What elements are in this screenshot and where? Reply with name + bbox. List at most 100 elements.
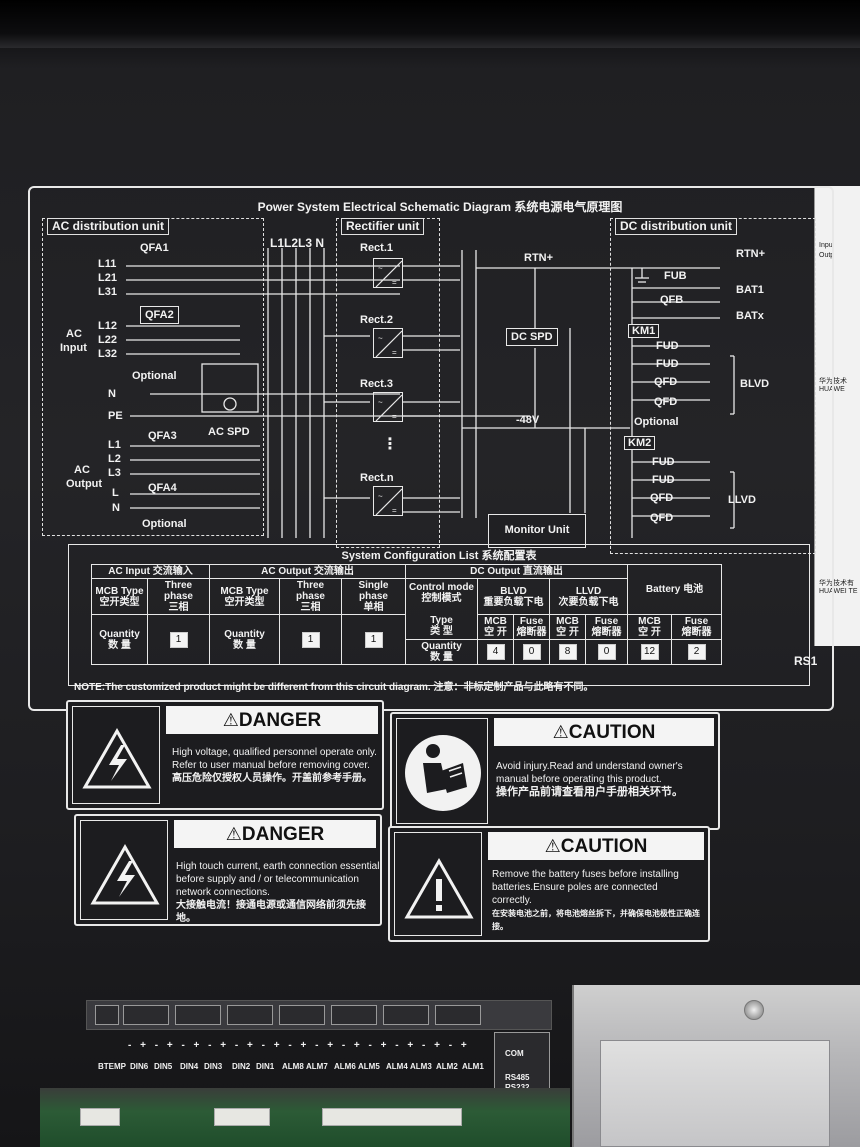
schematic-panel: Power System Electrical Schematic Diagra…: [28, 186, 834, 711]
fub-label: FUB: [664, 270, 687, 282]
qfd-label-2: QFD: [654, 396, 678, 408]
n-label: N: [108, 388, 116, 400]
terminal-block[interactable]: [331, 1005, 377, 1025]
warning-triangle-icon: ⚠: [544, 836, 561, 856]
fud-label-2: FUD: [656, 358, 679, 370]
rect-3-label: Rect.3: [360, 378, 394, 390]
terminal-label: ALM1: [462, 1062, 484, 1071]
output-l: L: [112, 487, 119, 499]
danger-header: ⚠DANGER: [166, 706, 378, 734]
terminal-block[interactable]: [123, 1005, 169, 1025]
side-sticker-line: HUAWEI TE: [819, 588, 858, 595]
value-cell: 4: [477, 639, 514, 665]
value-cell: 0: [513, 639, 550, 665]
terminal-label: ALM3: [410, 1062, 432, 1071]
dc-distribution-unit: DC distribution unit: [610, 218, 816, 554]
ac-input-three-phase-qty: 1: [169, 631, 188, 648]
dc-optional-label: Optional: [634, 416, 679, 428]
rs485-label: RS485: [505, 1073, 530, 1082]
warning-triangle-icon: ⚠: [222, 710, 239, 730]
qfa2-label: QFA2: [140, 306, 179, 324]
danger-icon-box: [72, 706, 160, 804]
value-cell: 2: [671, 639, 722, 665]
system-config-list: System Configuration List 系统配置表 AC Input…: [68, 544, 810, 686]
fud-label-3: FUD: [652, 456, 675, 468]
ac-output-header: AC Output 交流输出: [209, 564, 406, 579]
output-l3: L3: [108, 467, 121, 479]
terminal-label: ALM2: [436, 1062, 458, 1071]
com-label: COM: [505, 1049, 524, 1058]
terminal-switch[interactable]: [95, 1005, 119, 1025]
terminal-block[interactable]: [435, 1005, 481, 1025]
rectifier-3-icon: ~=: [373, 392, 403, 422]
output-n: N: [112, 502, 120, 514]
terminal-block[interactable]: [227, 1005, 273, 1025]
lightning-bolt-icon: [82, 727, 152, 789]
km2-label: KM2: [624, 436, 656, 450]
caution-header: ⚠CAUTION: [494, 718, 714, 746]
input-l31: L31: [98, 286, 117, 298]
llvd-fuse-qty: 0: [597, 644, 616, 660]
side-sticker-line: 华为技术有: [819, 580, 854, 587]
ac-input-label-1: AC: [66, 328, 82, 340]
board-connector: [322, 1108, 462, 1126]
danger-label-high-voltage: ⚠DANGER High voltage, qualified personne…: [66, 700, 384, 810]
terminal-block[interactable]: [383, 1005, 429, 1025]
warning-triangle-icon: ⚠: [552, 722, 569, 742]
value-cell: 0: [585, 639, 628, 665]
caution-icon-box-2: [394, 832, 482, 936]
schematic-title: Power System Electrical Schematic Diagra…: [257, 200, 623, 214]
terminal-label: DIN4: [180, 1062, 199, 1071]
qfb-label: QFB: [660, 294, 684, 306]
danger-text: High voltage, qualified personnel operat…: [172, 747, 377, 784]
input-l12: L12: [98, 320, 117, 332]
km1-label: KM1: [628, 324, 660, 338]
terminal-label: BTEMP: [98, 1062, 126, 1071]
qfa4-label: QFA4: [148, 482, 177, 494]
value-cell: 12: [627, 639, 672, 665]
terminal-label: DIN5: [154, 1062, 173, 1071]
rect-1-label: Rect.1: [360, 242, 394, 254]
ac-distribution-unit: AC distribution unit: [42, 218, 264, 536]
config-title: System Configuration List 系统配置表: [341, 550, 537, 562]
svg-text:=: =: [392, 412, 397, 421]
rect-n-label: Rect.n: [360, 472, 394, 484]
rectifier-2-icon: ~=: [373, 328, 403, 358]
rs1-label: RS1: [794, 654, 818, 668]
lightning-bolt-icon: [90, 843, 160, 905]
ac-input-label-2: Input: [60, 342, 87, 354]
ac-unit-label: AC distribution unit: [47, 218, 169, 235]
qfa3-label: QFA3: [148, 430, 177, 442]
terminal-label: DIN6: [130, 1062, 149, 1071]
terminal-block[interactable]: [175, 1005, 221, 1025]
dc-unit-label: DC distribution unit: [615, 218, 737, 235]
circuit-board: [40, 1088, 570, 1147]
batx-label: BATx: [736, 310, 764, 322]
side-sticker-line: Inpu: [819, 242, 833, 249]
terminal-block[interactable]: [279, 1005, 325, 1025]
ac-output-single-phase-qty: 1: [364, 631, 383, 648]
output-l2: L2: [108, 453, 121, 465]
customization-note: NOTE:The customized product might be dif…: [74, 682, 594, 693]
battery-mcb-qty: 12: [640, 644, 659, 660]
blvd-label: BLVD: [740, 378, 770, 390]
svg-text:=: =: [392, 278, 397, 287]
svg-text:~: ~: [378, 334, 383, 343]
qfd-label-1: QFD: [654, 376, 678, 388]
svg-text:=: =: [392, 348, 397, 357]
terminal-polarity-row: - + - + - + - + - + - + - + - + - + - + …: [128, 1040, 470, 1051]
side-sticker-line: HUAWE: [819, 386, 845, 393]
llvd-mcb-qty: 8: [558, 644, 577, 660]
cabinet-top-edge: [0, 0, 860, 48]
